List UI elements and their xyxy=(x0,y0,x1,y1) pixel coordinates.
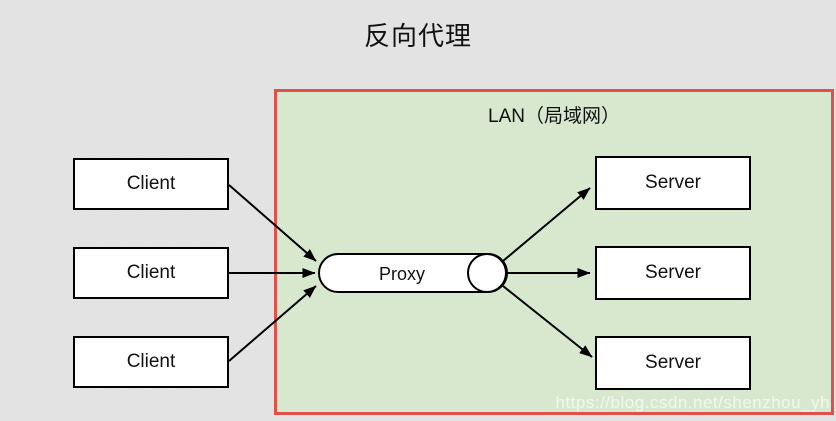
diagram-title: 反向代理 xyxy=(363,21,472,51)
watermark-url: https://blog.csdn.net/shenzhou_yh xyxy=(555,393,830,412)
server-node-2: Server xyxy=(595,246,751,300)
server-node-1: Server xyxy=(595,156,751,210)
client-node-3: Client xyxy=(73,336,229,388)
lan-label: LAN（局域网） xyxy=(488,106,620,127)
server-node-3: Server xyxy=(595,336,751,390)
client-node-1: Client xyxy=(73,158,229,210)
client-node-2: Client xyxy=(73,247,229,299)
